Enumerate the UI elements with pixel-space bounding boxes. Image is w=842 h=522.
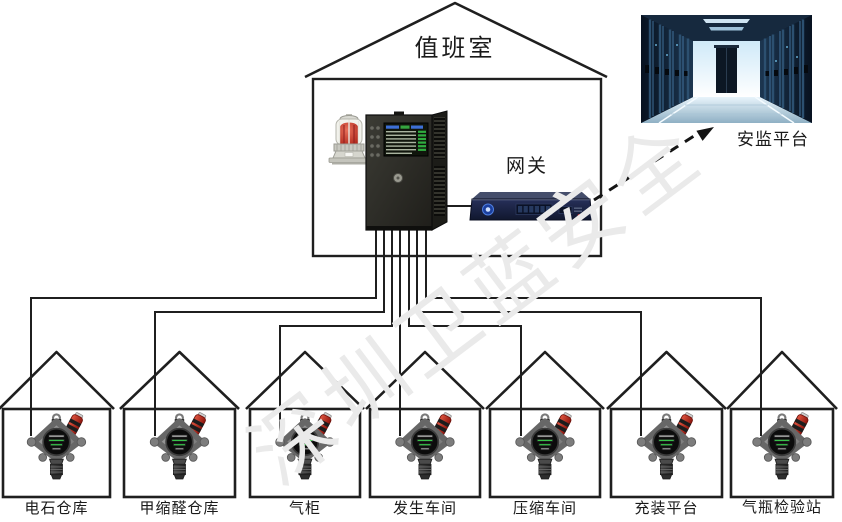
gateway-label: 网关 [505, 156, 548, 177]
server-room-photo [641, 15, 812, 124]
building-label-6: 充装平台 [634, 501, 699, 517]
building-3 [245, 350, 365, 499]
building-5 [485, 350, 605, 499]
building-1 [0, 350, 115, 499]
building-4 [365, 350, 485, 499]
building-6 [606, 350, 727, 499]
building-7 [726, 350, 838, 499]
alarm-beacon-icon [328, 114, 370, 165]
building-label-5: 压缩车间 [512, 501, 577, 517]
platform-label: 安监平台 [737, 130, 809, 149]
building-label-3: 气柜 [288, 501, 321, 517]
signal-wires [30, 205, 762, 436]
site-buildings [0, 350, 838, 499]
building-label-1: 电石仓库 [24, 501, 89, 517]
building-label-7: 气瓶检验站 [741, 500, 822, 516]
uplink-arrow [593, 127, 714, 202]
building-2 [119, 350, 240, 499]
gateway-device-icon [469, 192, 593, 221]
duty-room-label: 值班室 [414, 36, 496, 62]
alarm-controller-icon [365, 110, 448, 231]
duty-room-house [304, 1, 608, 258]
building-label-2: 甲缩醛仓库 [139, 501, 220, 517]
building-label-4: 发生车间 [392, 501, 457, 517]
